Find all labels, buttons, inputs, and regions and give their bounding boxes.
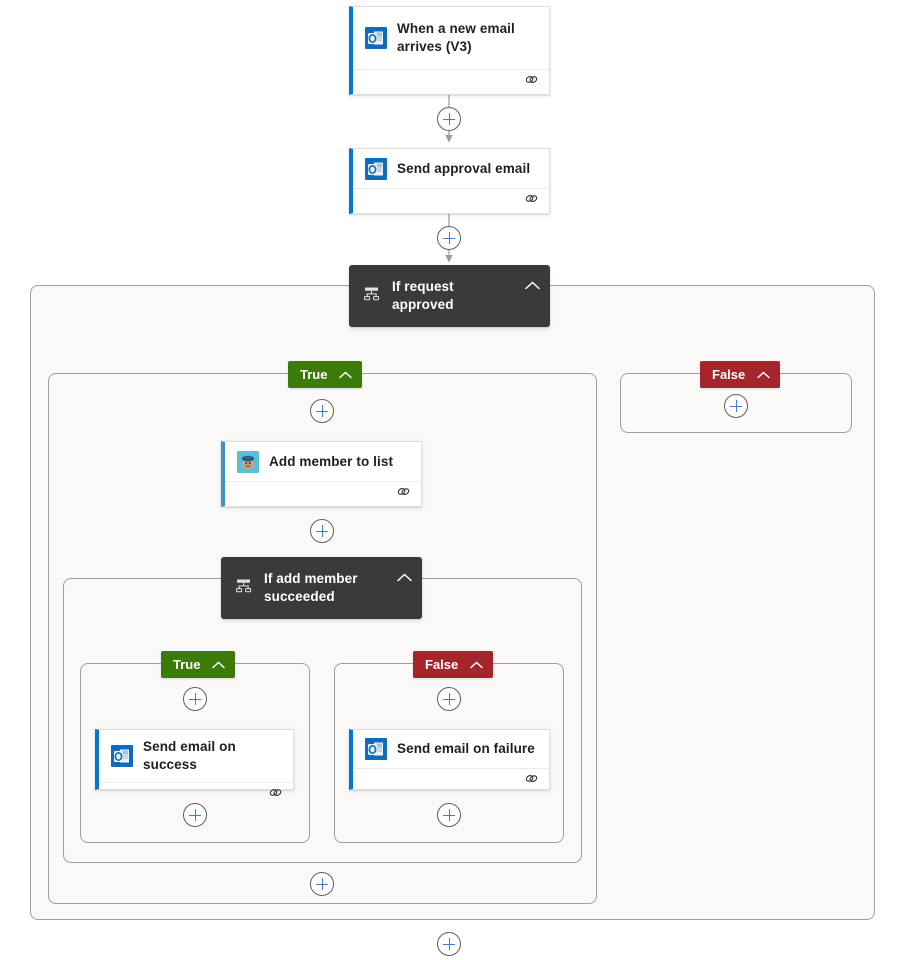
outlook-icon <box>111 744 133 767</box>
card-title: Send email on success <box>143 739 236 772</box>
link-icon[interactable] <box>268 786 283 804</box>
mailchimp-icon <box>237 450 259 473</box>
chevron-up-icon[interactable] <box>339 367 353 382</box>
branch-badge-outer-false[interactable]: False <box>700 361 781 388</box>
add-button-before-success-email[interactable] <box>183 687 207 711</box>
branch-label: False <box>712 367 746 382</box>
card-footer <box>99 781 293 807</box>
condition-card-if-add-member-succeeded[interactable]: If add member succeeded <box>221 557 422 619</box>
branch-label: True <box>300 367 328 382</box>
card-title: When a new email arrives (V3) <box>397 21 515 54</box>
branch-badge-inner-false[interactable]: False <box>413 651 494 678</box>
add-button-after-approval-email[interactable] <box>437 226 461 250</box>
card-header[interactable]: Send email on success <box>99 730 293 782</box>
condition-title: If add member succeeded <box>264 570 358 604</box>
branch-badge-outer-true[interactable]: True <box>288 361 363 388</box>
condition-card-if-request-approved[interactable]: If request approved <box>349 265 550 327</box>
card-header[interactable]: Add member to list <box>225 442 421 481</box>
link-icon[interactable] <box>396 485 411 503</box>
add-button-after-failure-email[interactable] <box>437 803 461 827</box>
link-icon[interactable] <box>524 772 539 790</box>
add-button-after-add-member[interactable] <box>310 519 334 543</box>
outlook-icon <box>365 738 387 760</box>
action-card-trigger[interactable]: When a new email arrives (V3) <box>349 6 550 95</box>
outlook-icon <box>365 27 387 49</box>
chevron-up-icon[interactable] <box>212 657 226 672</box>
branch-badge-inner-true[interactable]: True <box>161 651 236 678</box>
card-title: Send approval email <box>397 160 531 176</box>
add-button-before-failure-email[interactable] <box>437 687 461 711</box>
action-card-send-email-on-success[interactable]: Send email on success <box>95 729 294 796</box>
card-footer <box>353 768 549 793</box>
card-header[interactable]: When a new email arrives (V3) <box>353 7 549 69</box>
card-title: Send email on failure <box>397 741 535 757</box>
chevron-up-icon[interactable] <box>397 569 412 587</box>
add-button-in-false-branch[interactable] <box>724 394 748 418</box>
condition-icon <box>363 285 380 307</box>
chevron-up-icon[interactable] <box>757 367 770 382</box>
action-card-add-member-to-list[interactable]: Add member to list <box>221 441 422 507</box>
action-card-send-email-on-failure[interactable]: Send email on failure <box>349 729 550 790</box>
add-button-after-outer-condition[interactable] <box>437 932 461 956</box>
outlook-icon <box>365 157 387 180</box>
branch-label: True <box>173 657 201 672</box>
condition-icon <box>235 577 252 599</box>
card-title: Add member to list <box>269 453 394 469</box>
card-footer <box>353 69 549 94</box>
link-icon[interactable] <box>524 192 539 210</box>
chevron-up-icon[interactable] <box>525 277 540 295</box>
add-button-before-add-member[interactable] <box>310 399 334 423</box>
card-footer <box>353 188 549 213</box>
link-icon[interactable] <box>524 73 539 91</box>
branch-label: False <box>425 657 459 672</box>
condition-title: If request approved <box>392 278 454 312</box>
card-header[interactable]: Send approval email <box>353 149 549 188</box>
add-button-after-inner-condition[interactable] <box>310 872 334 896</box>
card-footer <box>225 481 421 506</box>
chevron-up-icon[interactable] <box>470 657 483 672</box>
add-button-after-trigger[interactable] <box>437 107 461 131</box>
card-header[interactable]: Send email on failure <box>353 730 549 768</box>
action-card-send-approval-email[interactable]: Send approval email <box>349 148 550 214</box>
add-button-after-success-email[interactable] <box>183 803 207 827</box>
